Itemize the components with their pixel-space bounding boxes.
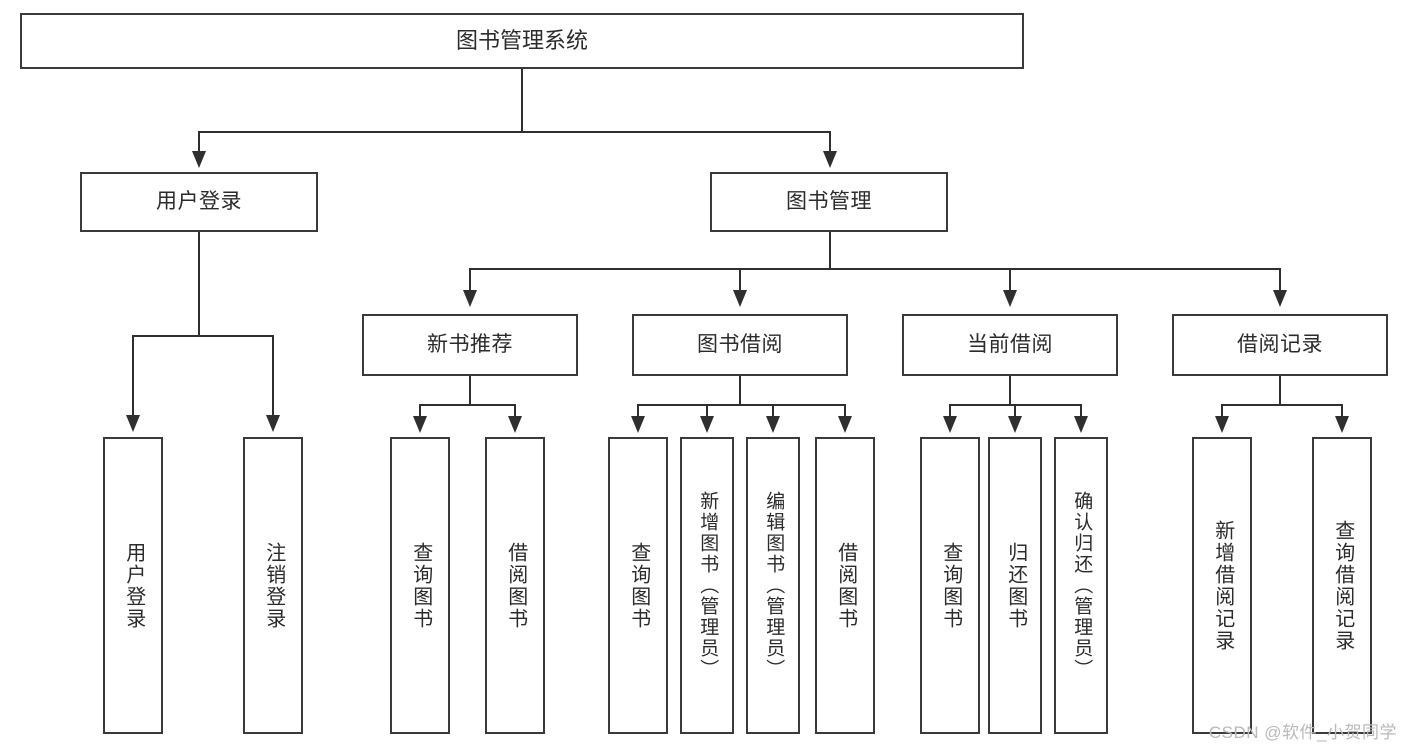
node-new-book-rec-label: 新书推荐: [427, 332, 513, 356]
arrowhead-bookborrow-l1: [631, 416, 645, 433]
node-leaf-borrow-book-label: 借阅图书: [834, 541, 857, 630]
connector-userlogin-leaf2: [272, 335, 274, 417]
node-leaf-query-book-rec-label: 查询图书: [409, 541, 432, 630]
connector-borrowrecord-l2: [1341, 404, 1343, 418]
connector-userlogin-stem: [198, 232, 200, 335]
node-leaf-edit-book-admin-label: 编辑图书（管理员）: [763, 491, 785, 680]
connector-newbookrec-stem: [469, 376, 471, 404]
node-leaf-query-book-label: 查询图书: [627, 541, 650, 630]
node-leaf-confirm-return-label: 确认归还（管理员）: [1071, 491, 1093, 680]
node-leaf-query-book-cur[interactable]: 查询图书: [920, 437, 980, 734]
node-leaf-return-book[interactable]: 归还图书: [988, 437, 1042, 734]
node-leaf-add-borrow-rec[interactable]: 新增借阅记录: [1192, 437, 1252, 734]
arrowhead-bookmanage-c2: [733, 290, 747, 307]
node-new-book-rec[interactable]: 新书推荐: [362, 314, 578, 376]
connector-bookmanage-bar: [469, 268, 1281, 270]
arrowhead-bookmanage-c4: [1273, 290, 1287, 307]
node-current-borrow[interactable]: 当前借阅: [902, 314, 1118, 376]
arrowhead-newbookrec-l1: [413, 416, 427, 433]
arrowhead-userlogin-leaf2: [266, 415, 280, 432]
arrowhead-bookmanage-c1: [463, 290, 477, 307]
connector-bookmanage-c2: [739, 268, 741, 292]
connector-newbookrec-l1: [419, 404, 421, 418]
arrowhead-currentborrow-l1: [943, 416, 957, 433]
connector-root-bar: [198, 131, 830, 133]
node-leaf-borrow-book-rec-label: 借阅图书: [504, 541, 527, 630]
connector-root-stem: [521, 69, 523, 131]
connector-bookborrow-stem: [739, 376, 741, 404]
node-leaf-edit-book-admin[interactable]: 编辑图书（管理员）: [746, 437, 800, 734]
connector-bookmanage-stem: [829, 232, 831, 268]
connector-bookborrow-bar: [637, 404, 845, 406]
connector-newbookrec-bar: [419, 404, 515, 406]
node-book-manage[interactable]: 图书管理: [710, 172, 948, 232]
connector-currentborrow-l2: [1014, 404, 1016, 418]
node-root[interactable]: 图书管理系统: [20, 13, 1024, 69]
connector-currentborrow-l3: [1080, 404, 1082, 418]
node-leaf-user-logout[interactable]: 注销登录: [243, 437, 303, 734]
arrowhead-bookborrow-l4: [838, 416, 852, 433]
connector-currentborrow-l1: [949, 404, 951, 418]
arrowhead-bookmanage-c3: [1003, 290, 1017, 307]
arrowhead-borrowrecord-l1: [1215, 416, 1229, 433]
connector-currentborrow-stem: [1009, 376, 1011, 404]
node-root-label: 图书管理系统: [455, 28, 588, 54]
connector-newbookrec-l2: [514, 404, 516, 418]
connector-borrowrecord-stem: [1279, 376, 1281, 404]
node-borrow-record[interactable]: 借阅记录: [1172, 314, 1388, 376]
node-leaf-borrow-book-rec[interactable]: 借阅图书: [485, 437, 545, 734]
node-book-manage-label: 图书管理: [786, 189, 872, 213]
node-user-login[interactable]: 用户登录: [80, 172, 318, 232]
connector-bookborrow-l4: [844, 404, 846, 418]
arrowhead-bookborrow-l2: [700, 416, 714, 433]
connector-borrowrecord-bar: [1221, 404, 1341, 406]
node-leaf-user-login[interactable]: 用户登录: [103, 437, 163, 734]
node-leaf-add-borrow-rec-label: 新增借阅记录: [1211, 519, 1234, 652]
connector-userlogin-leaf1: [132, 335, 134, 417]
arrowhead-newbookrec-l2: [508, 416, 522, 433]
node-leaf-user-logout-label: 注销登录: [262, 541, 285, 630]
arrowhead-bookborrow-l3: [766, 416, 780, 433]
node-leaf-query-borrow-rec[interactable]: 查询借阅记录: [1312, 437, 1372, 734]
node-leaf-query-borrow-rec-label: 查询借阅记录: [1331, 519, 1354, 652]
arrowhead-userlogin-leaf1: [126, 415, 140, 432]
node-leaf-return-book-label: 归还图书: [1004, 541, 1027, 630]
node-book-borrow-label: 图书借阅: [697, 332, 783, 356]
node-user-login-label: 用户登录: [156, 189, 242, 213]
watermark: CSDN @软件_小贺同学: [1208, 723, 1397, 742]
node-current-borrow-label: 当前借阅: [967, 332, 1053, 356]
connector-bookmanage-c1: [469, 268, 471, 292]
node-leaf-add-book-admin-label: 新增图书（管理员）: [697, 491, 719, 680]
connector-bookborrow-l1: [637, 404, 639, 418]
arrowhead-currentborrow-l3: [1074, 416, 1088, 433]
node-leaf-borrow-book[interactable]: 借阅图书: [815, 437, 875, 734]
connector-bookmanage-c4: [1279, 268, 1281, 292]
node-leaf-query-book-cur-label: 查询图书: [939, 541, 962, 630]
connector-bookmanage-c3: [1009, 268, 1011, 292]
arrowhead-currentborrow-l2: [1008, 416, 1022, 433]
connector-root-to-bookmanage: [829, 131, 831, 153]
node-leaf-query-book[interactable]: 查询图书: [608, 437, 668, 734]
arrowhead-root-to-bookmanage: [823, 151, 837, 168]
node-leaf-confirm-return[interactable]: 确认归还（管理员）: [1054, 437, 1108, 734]
node-leaf-add-book-admin[interactable]: 新增图书（管理员）: [680, 437, 734, 734]
arrowhead-root-to-userlogin: [192, 151, 206, 168]
connector-bookborrow-l3: [772, 404, 774, 418]
node-borrow-record-label: 借阅记录: [1237, 332, 1323, 356]
connector-bookborrow-l2: [706, 404, 708, 418]
connector-borrowrecord-l1: [1221, 404, 1223, 418]
connector-root-to-userlogin: [198, 131, 200, 153]
node-book-borrow[interactable]: 图书借阅: [632, 314, 848, 376]
node-leaf-user-login-label: 用户登录: [122, 541, 145, 630]
arrowhead-borrowrecord-l2: [1335, 416, 1349, 433]
connector-userlogin-bar: [132, 335, 272, 337]
node-leaf-query-book-rec[interactable]: 查询图书: [390, 437, 450, 734]
